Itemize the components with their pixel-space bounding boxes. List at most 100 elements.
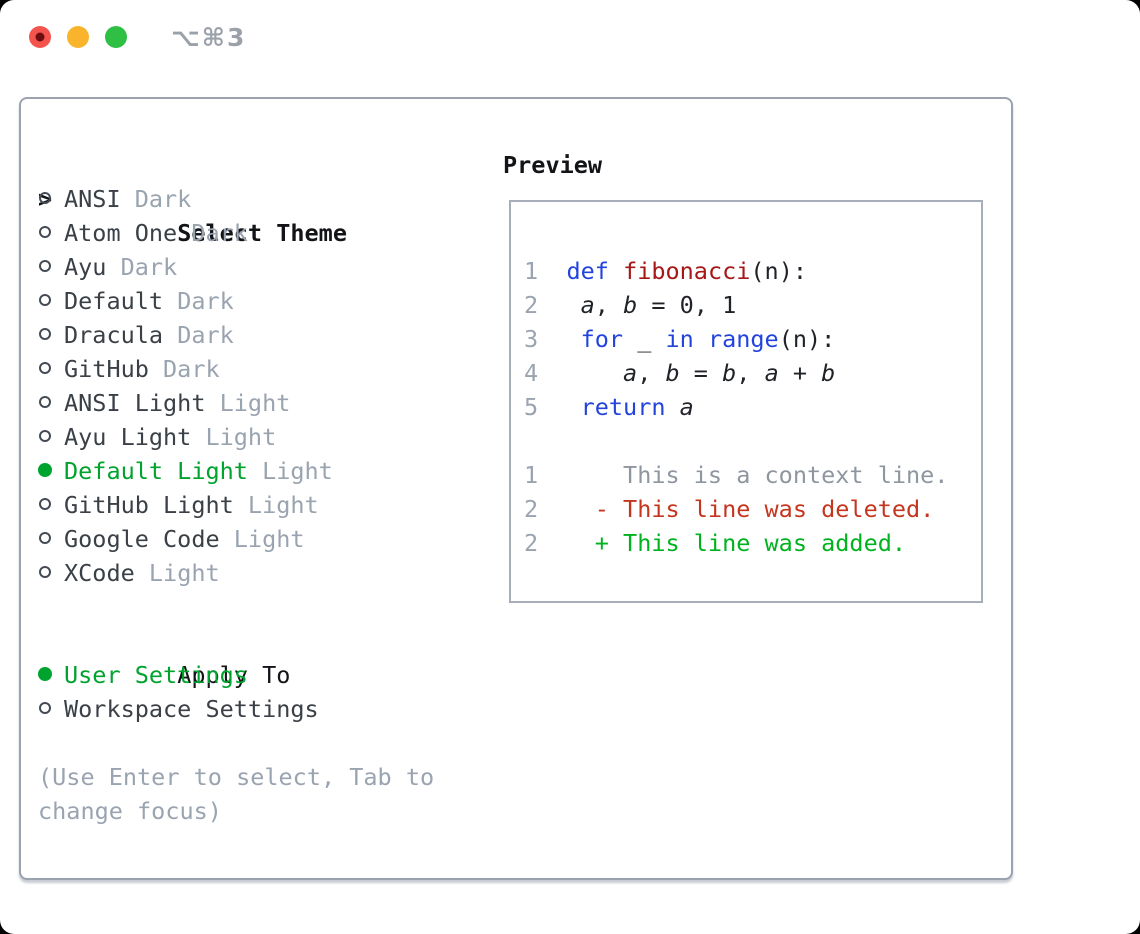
theme-name: Ayu [64, 253, 107, 281]
theme-variant: Light [233, 491, 319, 519]
code-token: in [665, 325, 694, 353]
preview-title: Preview [503, 151, 603, 179]
theme-variant: Dark [163, 321, 234, 349]
code-token: a [679, 393, 694, 421]
theme-variant: Dark [148, 355, 220, 383]
code-token [538, 393, 580, 421]
apply-to-title: Apply To [38, 624, 488, 689]
theme-option-github-dark[interactable]: GitHub Dark [38, 352, 488, 386]
theme-variant: Dark [163, 287, 234, 315]
close-button[interactable] [29, 26, 51, 48]
line-number: 2 [524, 529, 539, 557]
line-number: 3 [524, 325, 539, 353]
radio-selected-icon [38, 667, 52, 681]
code-token: a [764, 359, 779, 387]
zoom-button[interactable] [105, 26, 127, 48]
apply-option-workspace-settings[interactable]: Workspace Settings [38, 692, 488, 726]
code-token [609, 257, 623, 285]
theme-option-dracula-dark[interactable]: Dracula Dark [38, 318, 488, 352]
apply-option-label: Workspace Settings [64, 695, 319, 723]
radio-icon [39, 498, 51, 510]
radio-icon [39, 294, 51, 306]
code-line: 1 def fibonacci(n): [524, 254, 981, 288]
theme-variant: Dark [106, 253, 178, 281]
code-line: 5 return a [524, 390, 981, 424]
apply-to-title-label: Apply To [177, 661, 291, 689]
radio-icon [39, 566, 51, 578]
minimize-button[interactable] [67, 26, 89, 48]
theme-variant: Light [247, 457, 333, 485]
diff-text: This is a context line. [538, 461, 949, 489]
theme-variant: Light [219, 525, 305, 553]
code-token: a [580, 291, 595, 319]
theme-name: GitHub Light [64, 491, 234, 519]
line-number: 2 [524, 495, 539, 523]
window-titlebar: ⌥⌘3 [29, 23, 246, 52]
theme-name: Default [64, 287, 164, 315]
diff-line-context: 1 This is a context line. [524, 458, 981, 492]
code-token: = [679, 359, 723, 387]
diff-line-added: 2 + This line was added. [524, 526, 981, 560]
radio-icon [39, 328, 51, 340]
diff-line-deleted: 2 - This line was deleted. [524, 492, 981, 526]
code-token: (n): [778, 325, 836, 353]
code-line: 3 for _ in range(n): [524, 322, 981, 356]
radio-icon [39, 226, 51, 238]
theme-option-default-dark[interactable]: Default Dark [38, 284, 488, 318]
line-number: 1 [524, 461, 539, 489]
code-token: (n): [750, 257, 807, 285]
code-token: a [623, 359, 638, 387]
radio-icon [39, 260, 51, 272]
theme-variant: Light [191, 423, 277, 451]
theme-option-xcode-light[interactable]: XCode Light [38, 556, 488, 590]
radio-icon [39, 396, 51, 408]
theme-option-ansi-light-light[interactable]: ANSI Light Light [38, 386, 488, 420]
code-token [538, 325, 580, 353]
theme-option-default-light-light[interactable]: Default Light Light [38, 454, 488, 488]
code-token [694, 325, 708, 353]
line-number: 5 [524, 393, 539, 421]
theme-option-ayu-light-light[interactable]: Ayu Light Light [38, 420, 488, 454]
record-dot-icon [35, 32, 45, 42]
theme-variant: Light [134, 559, 220, 587]
theme-option-github-light-light[interactable]: GitHub Light Light [38, 488, 488, 522]
diff-text: + This line was added. [538, 529, 907, 557]
apply-option-user-settings[interactable]: User Settings [38, 658, 488, 692]
blank-line [524, 424, 981, 458]
theme-name: ANSI [64, 185, 121, 213]
line-number: 4 [524, 359, 539, 387]
line-number: 1 [524, 257, 539, 285]
theme-option-ayu-dark[interactable]: Ayu Dark [38, 250, 488, 284]
code-line: 2 a, b = 0, 1 [524, 288, 981, 322]
radio-icon [39, 362, 51, 374]
code-line: 4 a, b = b, a + b [524, 356, 981, 390]
theme-option-atom-one-dark[interactable]: Atom One Dark [38, 216, 488, 250]
code-token: = 0, 1 [637, 291, 737, 319]
code-token [538, 291, 580, 319]
theme-option-google-code-light[interactable]: Google Code Light [38, 522, 488, 556]
code-token: , [736, 359, 765, 387]
code-token: b [665, 359, 680, 387]
code-token [538, 359, 623, 387]
code-token: fibonacci [623, 257, 751, 285]
radio-icon [39, 532, 51, 544]
theme-name: Ayu Light [64, 423, 192, 451]
code-token: b [623, 291, 638, 319]
theme-name: ANSI Light [64, 389, 206, 417]
theme-name: Atom One [64, 219, 178, 247]
hint-text: (Use Enter to select, Tab to change focu… [38, 763, 435, 825]
theme-name: GitHub [64, 355, 149, 383]
code-token [666, 393, 680, 421]
code-token: + [778, 359, 822, 387]
radio-icon [39, 430, 51, 442]
theme-option-ansi-dark[interactable]: ANSI Dark [38, 182, 488, 216]
radio-selected-icon [38, 463, 52, 477]
code-token: for [580, 325, 624, 353]
code-token: def [566, 257, 609, 285]
radio-icon [39, 192, 51, 204]
theme-name: XCode [64, 559, 135, 587]
